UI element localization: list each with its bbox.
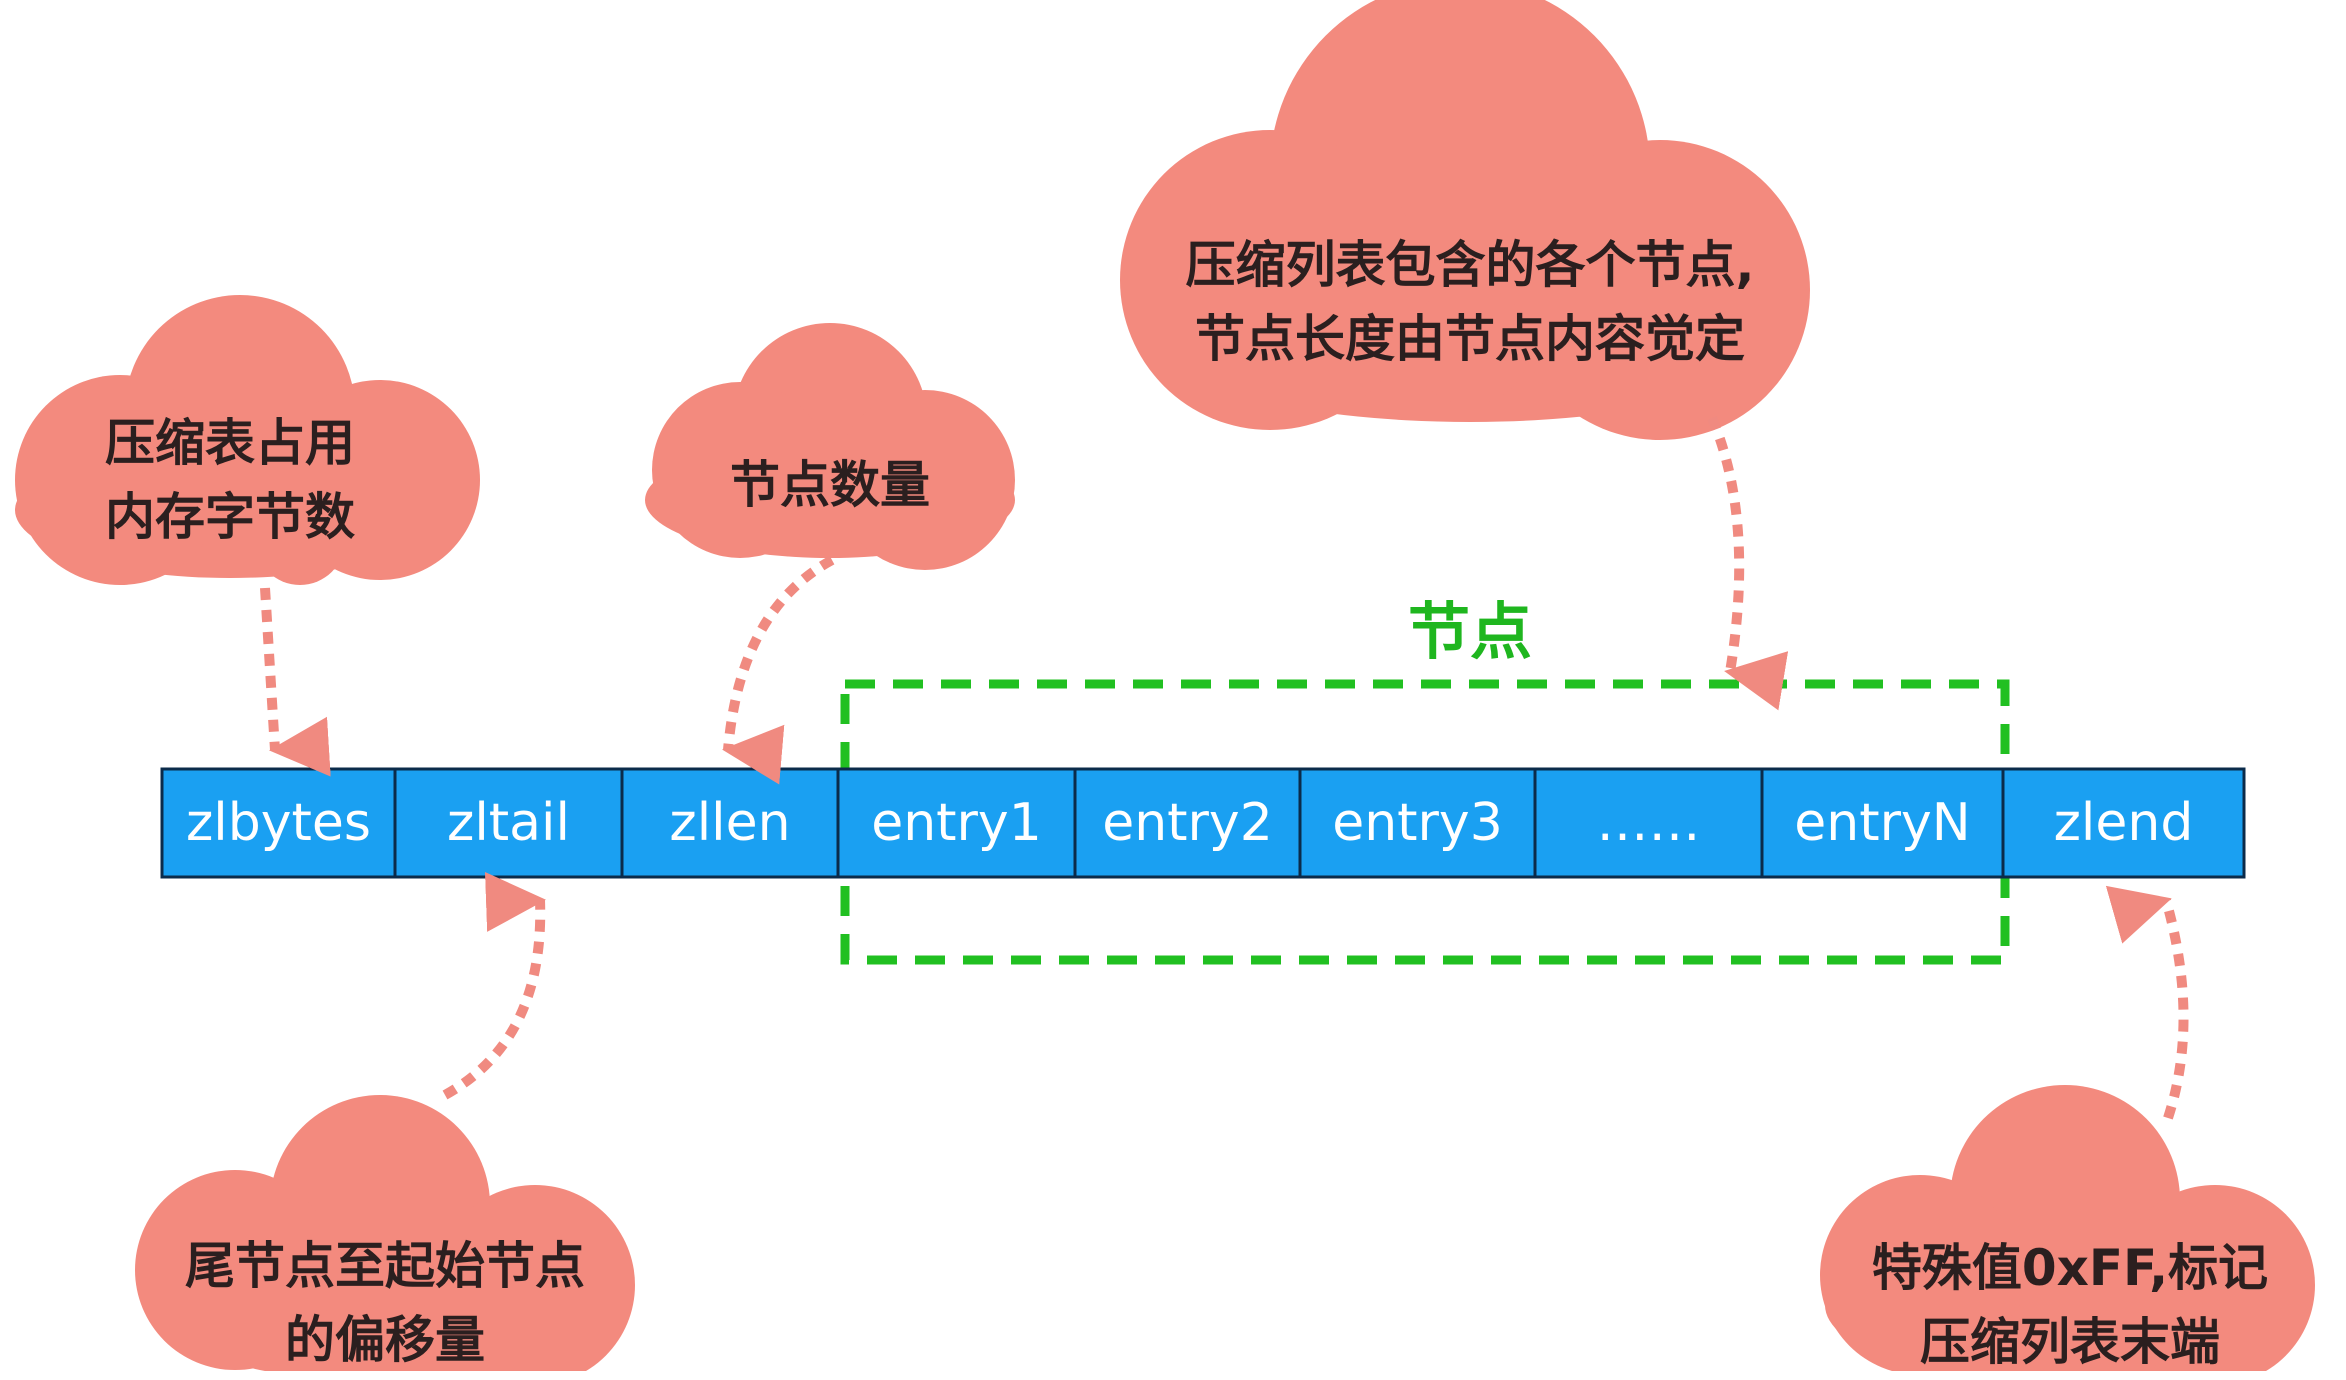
ziplist-cells: [160, 767, 2246, 879]
cell-zltail: [393, 767, 624, 879]
note-zlend-line2: 压缩列表末端: [1920, 1313, 2220, 1371]
cell-ellipsis: [1533, 767, 1764, 879]
note-zltail: 尾节点至起始节点 的偏移量: [145, 1228, 625, 1378]
cell-label-entry3: entry3: [1332, 793, 1503, 853]
cell-entry1: [836, 767, 1077, 879]
cloud-entries: [1120, 0, 1810, 440]
cell-label-entryN: entryN: [1794, 793, 1971, 853]
cell-entry3: [1298, 767, 1537, 879]
note-zlend: 特殊值0xFF,标记 压缩列表末端: [1830, 1230, 2310, 1380]
cell-entry2: [1073, 767, 1302, 879]
cloud-zllen: [645, 323, 1015, 570]
note-zlbytes-line1: 压缩表占用: [105, 414, 355, 472]
arrow-zlbytes: [260, 587, 331, 777]
note-entries: 压缩列表包含的各个节点, 节点长度由节点内容觉定: [1110, 222, 1830, 382]
note-zllen-line1: 节点数量: [730, 456, 930, 514]
note-zlbytes: 压缩表占用 内存字节数: [30, 400, 430, 560]
cell-label-zlbytes: zlbytes: [186, 793, 371, 853]
cell-label-ellipsis: ……: [1596, 793, 1701, 853]
cloud-zlend: [1820, 1085, 2315, 1371]
note-zlbytes-line2: 内存字节数: [105, 488, 355, 546]
cell-zlbytes: [160, 767, 397, 879]
cloud-zltail: [135, 1095, 635, 1371]
cell-label-entry2: entry2: [1102, 793, 1273, 853]
arrow-entries: [1707, 416, 1789, 711]
note-zlend-line1: 特殊值0xFF,标记: [1871, 1239, 2269, 1297]
arrow-zllen: [722, 555, 835, 785]
cell-zllen: [620, 767, 840, 879]
arrow-zltail: [442, 871, 546, 1100]
cell-label-zllen: zllen: [669, 793, 791, 853]
entries-group-title: 节点: [1407, 595, 1532, 668]
note-entries-line2: 节点长度由节点内容觉定: [1195, 310, 1745, 368]
cell-label-entry1: entry1: [871, 793, 1042, 853]
note-entries-line1: 压缩列表包含的各个节点,: [1185, 236, 1755, 294]
note-zllen: 节点数量: [660, 445, 1000, 525]
cloud-zlbytes: [15, 295, 480, 585]
note-zltail-line1: 尾节点至起始节点: [185, 1237, 585, 1295]
cell-label-zlend: zlend: [2053, 793, 2194, 853]
cell-entryN: [1760, 767, 2005, 879]
arrow-zlend: [2105, 885, 2189, 1120]
cell-zlend: [2001, 767, 2246, 879]
note-zltail-line2: 的偏移量: [285, 1311, 485, 1369]
cell-label-zltail: zltail: [447, 793, 570, 853]
